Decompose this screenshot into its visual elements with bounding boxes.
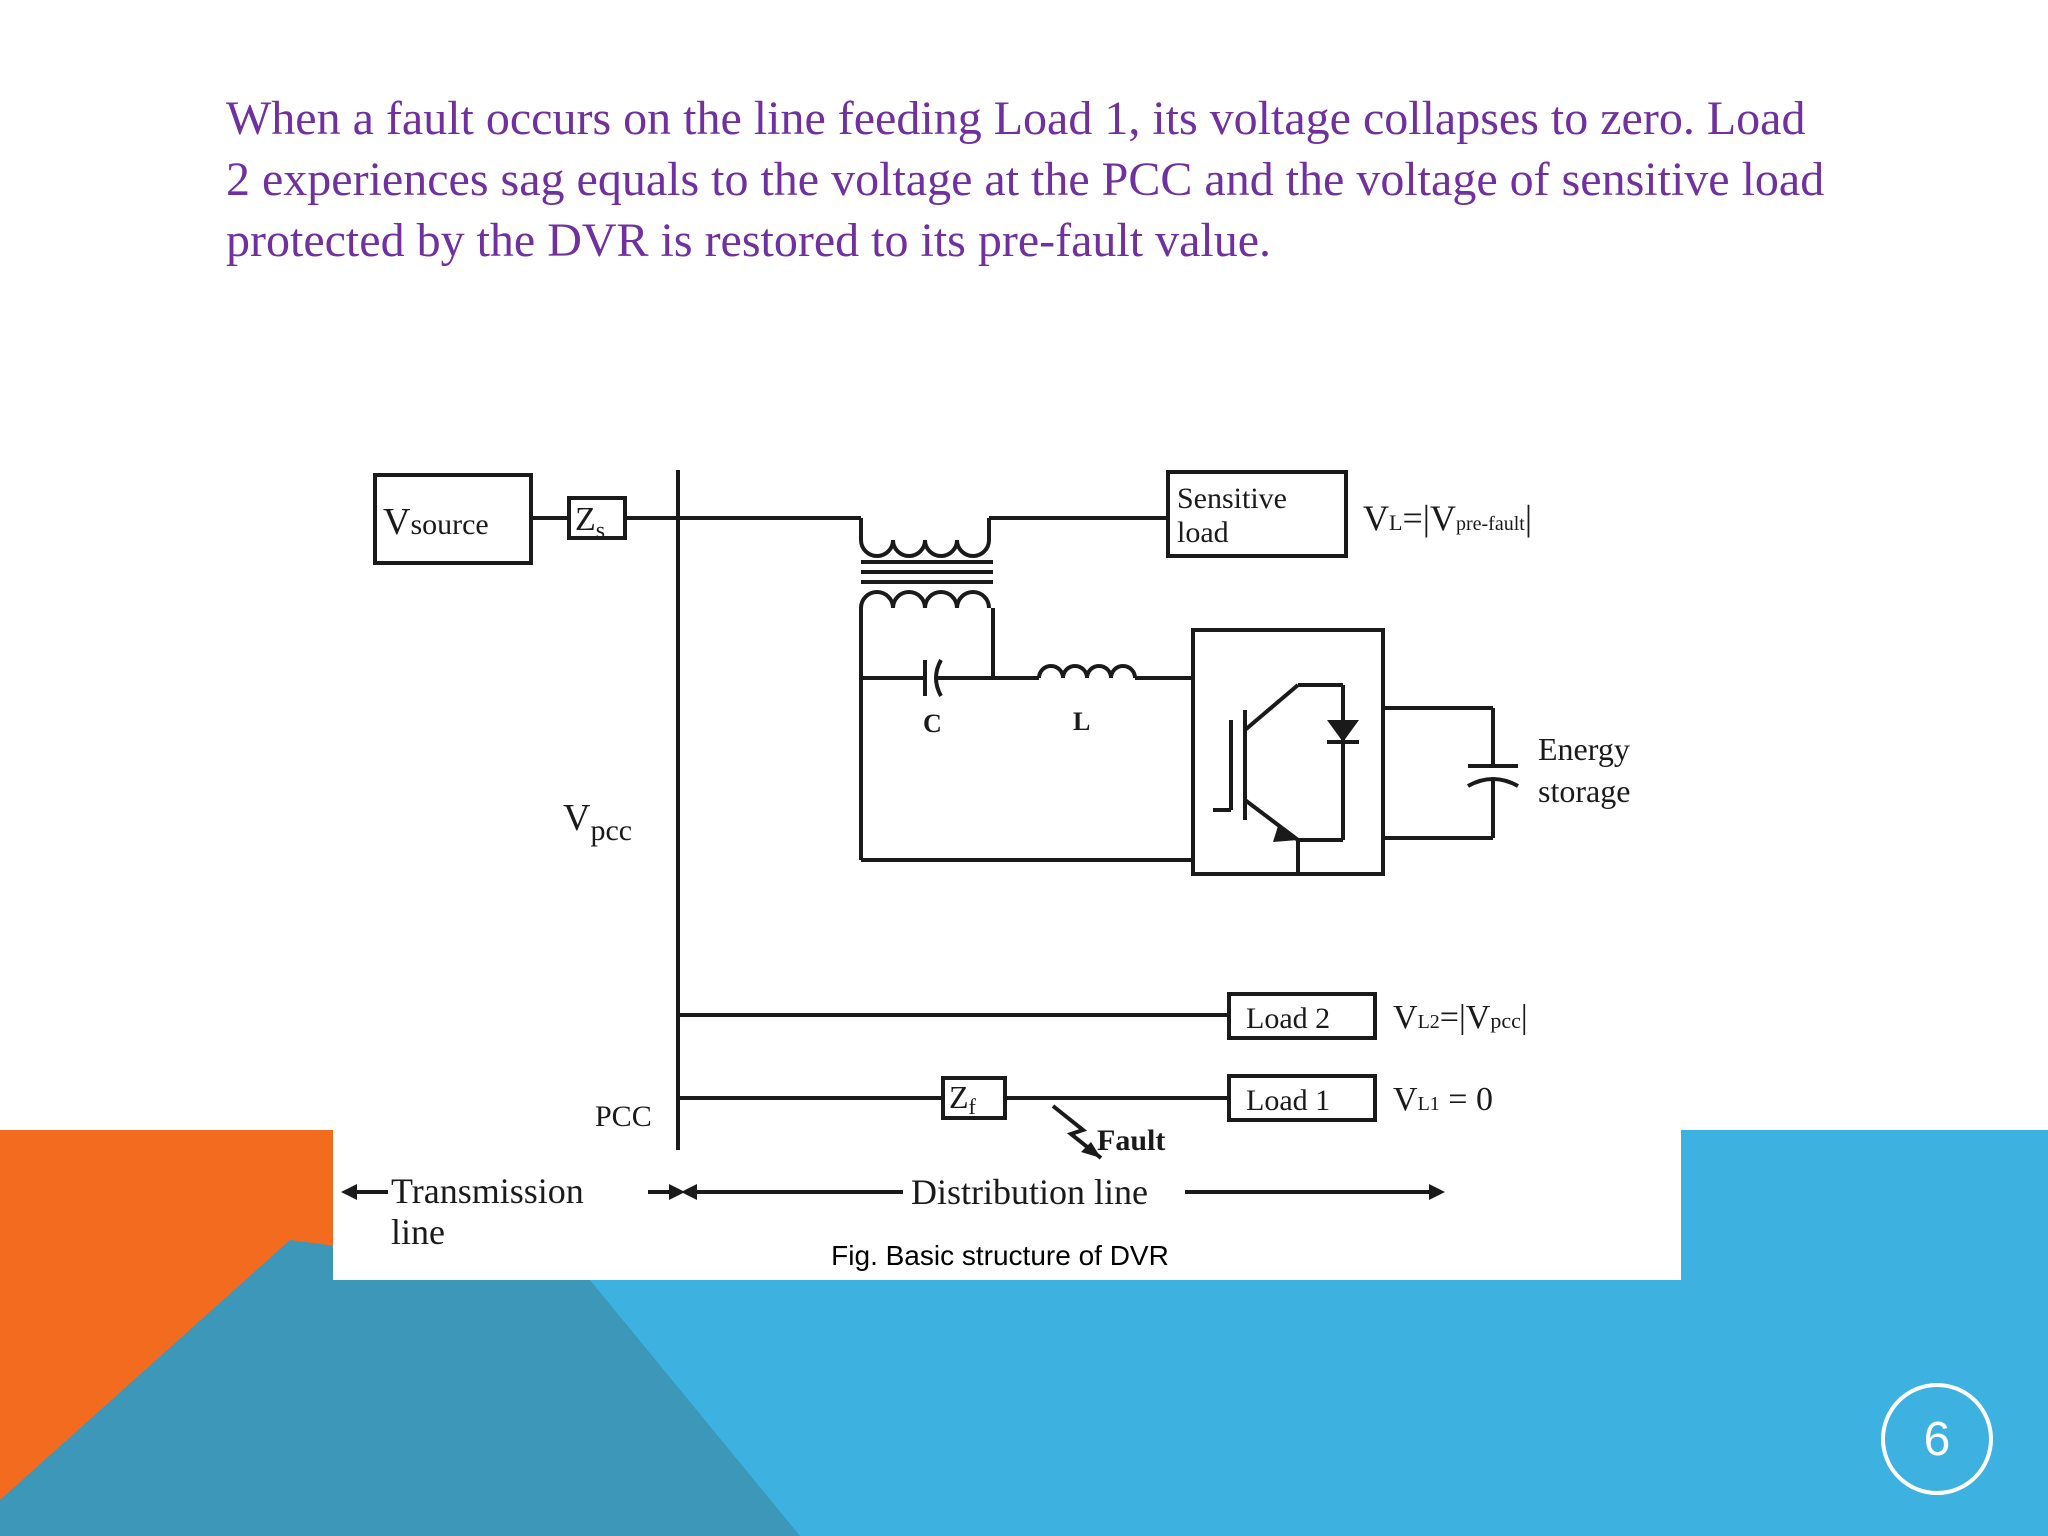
capacitor-label: C (923, 709, 942, 738)
transformer-secondary-coil (859, 590, 991, 609)
arrow-head-icon (669, 1184, 685, 1200)
page-number-badge: 6 (1881, 1383, 1993, 1495)
storage-capacitor-plate (1467, 777, 1519, 788)
transmission-label-line1: Transmission (391, 1171, 584, 1211)
sensitive-load-label-line2: load (1177, 516, 1229, 549)
load2-box (1227, 992, 1377, 1040)
energy-storage-label-line1: Energy (1538, 731, 1630, 767)
inductor-coil (1037, 664, 1137, 679)
zs-label: Zs (575, 501, 605, 544)
vl2-equation: VL2=|Vpcc| (1393, 999, 1528, 1036)
fault-bolt-icon (1051, 1104, 1103, 1160)
inductor-label: L (1073, 707, 1090, 736)
arrow-head-icon (341, 1184, 357, 1200)
diagram-background (333, 430, 1681, 1280)
distribution-label: Distribution line (911, 1172, 1148, 1212)
fault-label: Fault (1097, 1124, 1165, 1157)
igbt-emitter-arrow-icon (1273, 826, 1298, 842)
load1-label: Load 1 (1246, 1084, 1330, 1117)
inverter-box (1191, 628, 1385, 876)
igbt-collector (1243, 683, 1300, 732)
sensitive-load-label-line1: Sensitive (1177, 482, 1287, 515)
teal-shape (0, 1240, 800, 1536)
page-number: 6 (1923, 1412, 1951, 1466)
arrow-head-icon (681, 1184, 697, 1200)
blue-shape (333, 1130, 2048, 1536)
fault-arrow-head-icon (1081, 1142, 1101, 1158)
capacitor-plate (934, 659, 943, 697)
load2-label: Load 2 (1246, 1002, 1330, 1035)
vl1-equation: VL1 = 0 (1393, 1081, 1493, 1118)
igbt-emitter (1243, 798, 1300, 842)
dvr-diagram: Vsource Zs Vpcc PCC Sensitive load VL=|V… (333, 430, 1681, 1280)
energy-storage-label-line2: storage (1538, 773, 1630, 809)
vsource-label: Vsource (383, 501, 489, 543)
figure-caption: Fig. Basic structure of DVR (831, 1240, 1169, 1271)
transformer-primary-coil (859, 539, 991, 558)
arrow-head-icon (1429, 1184, 1445, 1200)
slide-paragraph: When a fault occurs on the line feeding … (226, 92, 1825, 267)
sensitive-load-box (1166, 470, 1348, 558)
transmission-label-line2: line (391, 1212, 445, 1252)
vpcc-label: Vpcc (563, 797, 632, 847)
zf-label: Zf (949, 1079, 977, 1119)
diode-triangle-icon (1327, 720, 1359, 742)
load1-box (1227, 1074, 1377, 1122)
pcc-label: PCC (595, 1100, 652, 1133)
vl-equation: VL=|Vpre-fault| (1363, 498, 1532, 538)
